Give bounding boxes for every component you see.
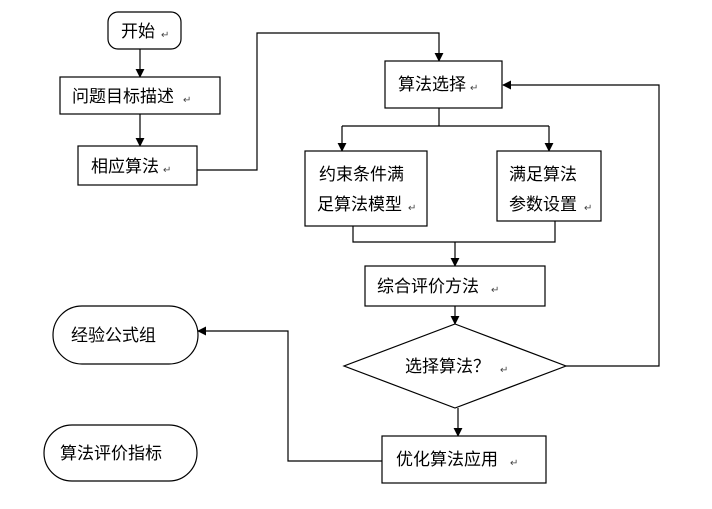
- start-node: [107, 11, 182, 50]
- start-label: 开始: [121, 22, 155, 42]
- decision-label: 选择算法？: [405, 357, 490, 377]
- select-para-mark: ↵: [470, 83, 478, 94]
- optimize-para-mark: ↵: [510, 458, 518, 469]
- select-node: [384, 60, 503, 109]
- algo-para-mark: ↵: [163, 165, 171, 176]
- optimize-node: [381, 435, 547, 484]
- param-label-line2: 参数设置: [509, 195, 577, 215]
- constraint-node: [304, 150, 428, 227]
- decision-para-mark: ↵: [500, 365, 508, 376]
- problem-node: [59, 76, 221, 115]
- edge-constraint-param-merge: [352, 221, 556, 243]
- metrics-node: [43, 424, 198, 482]
- select-label: 算法选择: [398, 75, 466, 95]
- eval-label: 综合评价方法: [377, 277, 479, 297]
- metrics-label: 算法评价指标: [60, 444, 162, 464]
- param-label-line1: 满足算法: [509, 165, 577, 185]
- algo-label: 相应算法: [91, 157, 159, 177]
- formula-label: 经验公式组: [71, 326, 156, 346]
- edge-optimize-to-formula: [197, 326, 382, 462]
- problem-para-mark: ↵: [183, 95, 191, 106]
- param-node: [496, 150, 602, 222]
- algo-node: [77, 145, 198, 186]
- param-para-mark: ↵: [584, 203, 592, 214]
- eval-node: [364, 265, 546, 307]
- problem-label: 问题目标描述: [72, 87, 174, 107]
- start-para-mark: ↵: [161, 30, 169, 41]
- constraint-para-mark: ↵: [408, 203, 416, 214]
- optimize-label: 优化算法应用: [396, 450, 498, 470]
- constraint-label-line2: 足算法模型: [317, 195, 402, 215]
- formula-node: [52, 305, 199, 365]
- edge-decision-loop-to-select: [502, 80, 660, 367]
- edge-algo-to-select: [197, 32, 444, 171]
- eval-para-mark: ↵: [491, 285, 499, 296]
- decision-node: [342, 323, 568, 409]
- constraint-label-line1: 约束条件满: [319, 165, 404, 185]
